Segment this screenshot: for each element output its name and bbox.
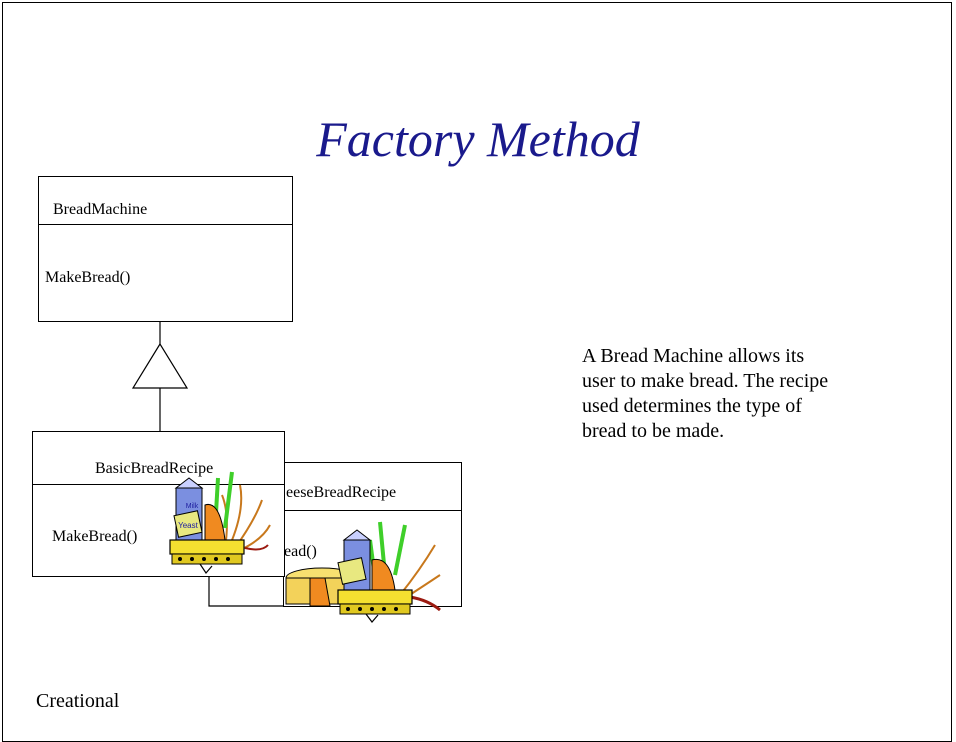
footer-category: Creational [36, 690, 120, 712]
connector-line [208, 576, 300, 607]
class-name-cheesebreadrecipe: eeseBreadRecipe [286, 484, 397, 501]
description-text: A Bread Machine allows its user to make … [582, 345, 829, 442]
class-header-basicbreadrecipe [33, 432, 284, 485]
method-makebread-front: MakeBread() [52, 528, 138, 545]
class-header-breadmachine [39, 177, 292, 225]
slide-title: Factory Method [316, 111, 640, 167]
class-box-breadmachine: BreadMachine MakeBread() [38, 176, 293, 322]
class-name-basicbreadrecipe: BasicBreadRecipe [95, 460, 214, 477]
diagram-connectors [131, 322, 300, 607]
inheritance-triangle [131, 342, 189, 389]
method-makebread-back: ead() [284, 543, 317, 560]
class-box-cheesebreadrecipe: eeseBreadRecipe ead() [283, 462, 462, 607]
class-box-basicbreadrecipe: BasicBreadRecipe MakeBread() [32, 431, 285, 577]
class-name-breadmachine: BreadMachine [53, 201, 148, 218]
method-makebread-parent: MakeBread() [45, 269, 131, 286]
class-header-cheesebreadrecipe [284, 463, 461, 511]
